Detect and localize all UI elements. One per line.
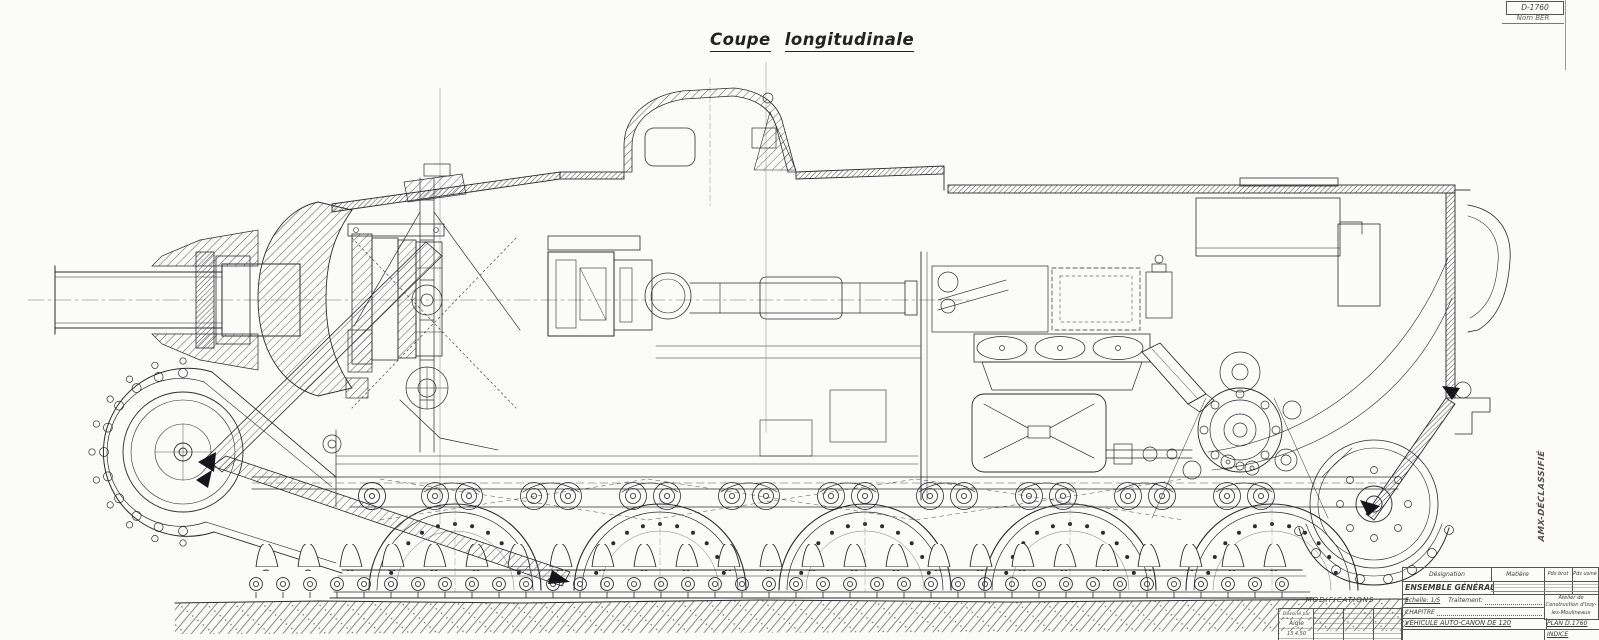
gun-barrel [54,229,301,371]
title-word-longitudinale: longitudinale [784,30,915,52]
modification-date: 13.4.50 [1280,631,1313,637]
plan-nom-line: Nom BER [1502,14,1564,24]
gun-breech [547,235,918,337]
modifications-grid: Dessiné par Aigle 13.4.50 [1278,608,1402,640]
traitement-label: Traitement: [1448,597,1483,604]
atelier-cell: Atelier de Construction d'Issy-les-Mouli… [1544,594,1599,620]
front-glacis [205,241,571,587]
title-word-coupe: Coupe [710,30,771,52]
fighting-compartment [335,345,921,465]
gun-mount [322,163,521,454]
pds-brut-lines [1544,581,1573,595]
grid-col-3 [1373,609,1374,640]
blank-row [1403,629,1545,640]
chapitre-row: CHAPITRE [1403,607,1545,619]
echelle-value: Echelle: 1/5 [1405,597,1441,604]
margin-line [1565,0,1566,70]
modifications-header: MODIFICATIONS [1305,596,1375,604]
modifications-block: MODIFICATIONS Dessiné par Aigle 13.4.50 [1278,596,1402,640]
dessinateur-name: Aigle [1280,620,1313,627]
matiere-lines [1491,581,1545,595]
chapitre-rule [1436,607,1542,616]
engine-bay [920,251,1215,501]
echelle-row: Echelle: 1/5 Traitement: [1403,594,1545,608]
plan-cell: PLAN D.1760 [1544,618,1599,630]
chapitre-label: CHAPITRE [1405,609,1435,616]
vehicule-row: VÉHICULE AUTO-CANON DE 120 [1403,618,1547,630]
grid-col-2 [1343,609,1344,640]
cupola [623,87,797,173]
transmission [1151,351,1329,519]
reference-arrows [196,386,1460,584]
drawing-title: Coupe longitudinale [710,30,915,52]
title-block: Désignation Matière Pds brut Pds usiné E… [1402,567,1599,640]
traitement-rule [1484,594,1542,605]
rear-fender [1454,204,1511,435]
center-lines [27,61,971,525]
dessine-par-label: Dessiné par [1280,612,1313,617]
indice-cell: INDICE [1544,629,1599,640]
ground-hatching [174,598,1409,634]
pds-usine-lines [1572,581,1599,595]
plan-number-box: D-1760 [1506,1,1564,15]
hull-outline [331,165,1471,521]
rear-compartment [1195,197,1453,471]
designation-value: ENSEMBLE GÉNÉRAL [1403,581,1494,595]
header-pds-brut: Pds brut [1544,568,1573,582]
header-matiere: Matière [1491,568,1545,582]
declassified-stamp: AMX-DÉCLASSIFIÉ [1537,449,1547,543]
header-designation: Désignation [1403,568,1492,582]
header-pds-usine: Pds usiné [1572,568,1599,582]
track-bottom-run [246,544,1315,599]
grid-col-1 [1313,609,1314,640]
suspension [251,476,1399,521]
